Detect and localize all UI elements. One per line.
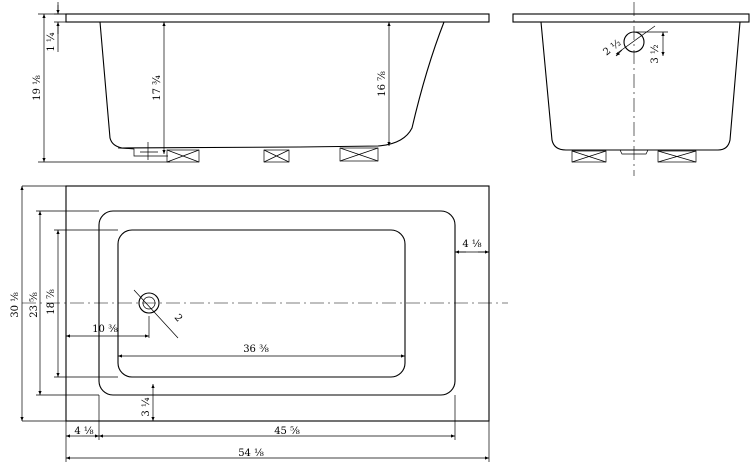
dim-overall-height: 19 ⅛ [32, 13, 170, 163]
end-rim [512, 13, 750, 23]
dim-drain-diameter: 2 ½ [601, 38, 623, 59]
dim-label: 4 ⅛ [462, 239, 482, 250]
dim-inner-depth: 17 ¾ [152, 22, 166, 154]
side-foot [166, 149, 200, 163]
dim-basin-length: 36 ⅜ [118, 344, 405, 358]
dim-depth-at-slope: 16 ⅞ [377, 22, 391, 146]
plan-outer-rim [65, 185, 490, 422]
end-drain-circle [623, 31, 645, 53]
dim-label: 54 ⅛ [238, 448, 264, 459]
end-foot [571, 150, 607, 163]
dim-deck-front: 3 ¼ [141, 384, 155, 421]
dim-label: 3 ¼ [141, 397, 152, 417]
side-tub-body [99, 21, 445, 149]
dim-rim-thickness: 1 ¼ [46, 2, 66, 52]
dim-label: 36 ⅜ [243, 344, 269, 355]
side-view: 1 ¼ 19 ⅛ 17 ¾ 16 ⅞ [32, 2, 490, 163]
side-foot [339, 147, 379, 162]
dim-overall-width: 30 ⅛ [10, 186, 24, 421]
dim-label: 3 ½ [650, 44, 661, 64]
plan-drain [133, 289, 179, 339]
end-tub-body [540, 21, 741, 151]
plan-basin [117, 229, 406, 378]
side-rim [65, 13, 490, 23]
dim-inner-length: 45 ⅝ [99, 426, 455, 438]
end-view: 2 ½ 3 ½ [512, 2, 750, 176]
dim-overall-length: 54 ⅛ [66, 448, 489, 460]
dim-label: 1 ¼ [46, 32, 57, 52]
dim-drain-offset: 10 ⅜ [66, 324, 149, 338]
dim-label: 10 ⅜ [92, 324, 118, 335]
dim-label: 23 ⅝ [29, 292, 40, 318]
dim-deck-side: 4 ⅛ [66, 426, 99, 438]
dim-label: 45 ⅝ [274, 426, 300, 437]
dim-drain-height: 3 ½ [636, 31, 668, 64]
side-foot [263, 149, 290, 163]
dim-drain-size: 2 [172, 312, 185, 324]
dim-label: 4 ⅛ [74, 426, 94, 437]
dim-label: 18 ⅞ [46, 289, 57, 315]
dim-label: 30 ⅛ [10, 292, 21, 318]
dim-inner-width: 23 ⅝ [29, 211, 42, 395]
dim-basin-width: 18 ⅞ [46, 230, 60, 377]
dim-deck-end: 4 ⅛ [455, 239, 489, 254]
dim-label: 17 ¾ [152, 75, 163, 101]
dim-label: 19 ⅛ [32, 75, 43, 101]
dim-label: 16 ⅞ [377, 71, 388, 97]
end-foot [657, 150, 697, 163]
plan-view: 2 30 ⅛ 23 ⅝ 18 ⅞ 10 ⅜ [10, 185, 508, 462]
